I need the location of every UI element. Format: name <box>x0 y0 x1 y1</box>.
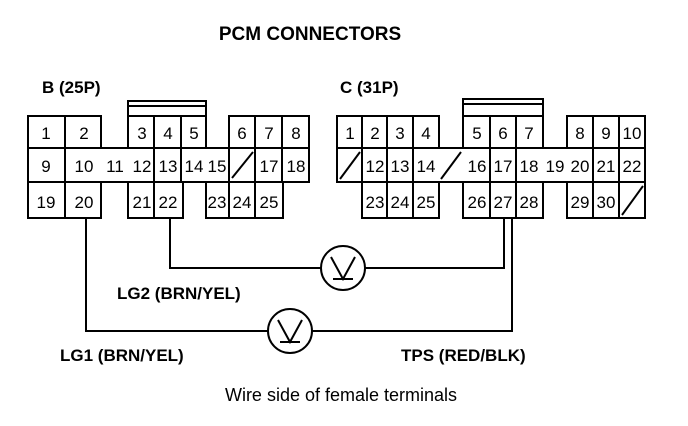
c-pin-24: 24 <box>391 193 410 212</box>
c-pin-5: 5 <box>472 124 481 143</box>
b-pin-1: 1 <box>41 124 50 143</box>
c-pin-19: 19 <box>546 157 565 176</box>
c-pin-25: 25 <box>417 193 436 212</box>
lg1-label: LG1 (BRN/YEL) <box>60 346 184 365</box>
b-pin-13: 13 <box>159 157 178 176</box>
c-pin-6: 6 <box>498 124 507 143</box>
b-pin-12: 12 <box>133 157 152 176</box>
c-pin-9: 9 <box>601 124 610 143</box>
c-pin-3: 3 <box>395 124 404 143</box>
voltmeter-icon <box>320 245 366 291</box>
b-pin-3: 3 <box>137 124 146 143</box>
connector-c <box>336 98 646 219</box>
b-pin-23: 23 <box>208 193 227 212</box>
c-pin-13: 13 <box>391 157 410 176</box>
lg2-wire-right <box>365 218 505 269</box>
test-wires <box>85 218 513 332</box>
voltmeter-icon <box>267 308 313 354</box>
c-pin-17: 17 <box>494 157 513 176</box>
c-pin-28: 28 <box>520 193 539 212</box>
tps-label: TPS (RED/BLK) <box>401 346 526 365</box>
b-pin-5: 5 <box>189 124 198 143</box>
tps-wire <box>312 218 513 332</box>
c-pin-7: 7 <box>524 124 533 143</box>
c-pin-2: 2 <box>370 124 379 143</box>
lg1-wire <box>85 218 268 332</box>
lg2-wire <box>169 218 321 269</box>
b-pin-17: 17 <box>260 157 279 176</box>
c-pin-21: 21 <box>597 157 616 176</box>
b-pin-4: 4 <box>163 124 172 143</box>
connector-c-numbers: 1 2 3 4 5 6 7 8 9 10 12 13 14 16 17 18 1… <box>345 124 641 212</box>
c-pin-18: 18 <box>520 157 539 176</box>
b-pin-25: 25 <box>260 193 279 212</box>
diagram-title: PCM CONNECTORS <box>219 24 401 45</box>
b-pin-24: 24 <box>233 193 252 212</box>
c-pin-8: 8 <box>575 124 584 143</box>
connector-b-label: B (25P) <box>42 78 101 97</box>
b-pin-15: 15 <box>208 157 227 176</box>
b-pin-21: 21 <box>133 193 152 212</box>
connector-c-label: C (31P) <box>340 78 399 97</box>
b-pin-6: 6 <box>237 124 246 143</box>
c-pin-23: 23 <box>366 193 385 212</box>
b-pin-22: 22 <box>159 193 178 212</box>
caption: Wire side of female terminals <box>225 385 457 405</box>
connector-b-numbers: 1 2 3 4 5 6 7 8 9 10 11 12 13 14 15 17 1… <box>37 124 306 212</box>
c-pin-20: 20 <box>571 157 590 176</box>
b-pin-18: 18 <box>287 157 306 176</box>
b-pin-11: 11 <box>106 157 124 176</box>
b-pin-20: 20 <box>75 193 94 212</box>
connector-b <box>27 100 310 219</box>
c-pin-1: 1 <box>345 124 354 143</box>
c-pin-12: 12 <box>366 157 385 176</box>
c-pin-22: 22 <box>623 157 642 176</box>
c-pin-10: 10 <box>623 124 642 143</box>
b-pin-14: 14 <box>185 157 204 176</box>
c-pin-14: 14 <box>417 157 436 176</box>
b-pin-7: 7 <box>264 124 273 143</box>
b-pin-9: 9 <box>41 157 50 176</box>
c-pin-4: 4 <box>421 124 430 143</box>
c-pin-27: 27 <box>494 193 513 212</box>
c-pin-16: 16 <box>468 157 487 176</box>
b-pin-8: 8 <box>291 124 300 143</box>
c-pin-29: 29 <box>571 193 590 212</box>
c-pin-30: 30 <box>597 193 616 212</box>
lg2-label: LG2 (BRN/YEL) <box>117 284 241 303</box>
b-pin-10: 10 <box>75 157 94 176</box>
b-pin-19: 19 <box>37 193 56 212</box>
c-pin-26: 26 <box>468 193 487 212</box>
b-pin-2: 2 <box>79 124 88 143</box>
